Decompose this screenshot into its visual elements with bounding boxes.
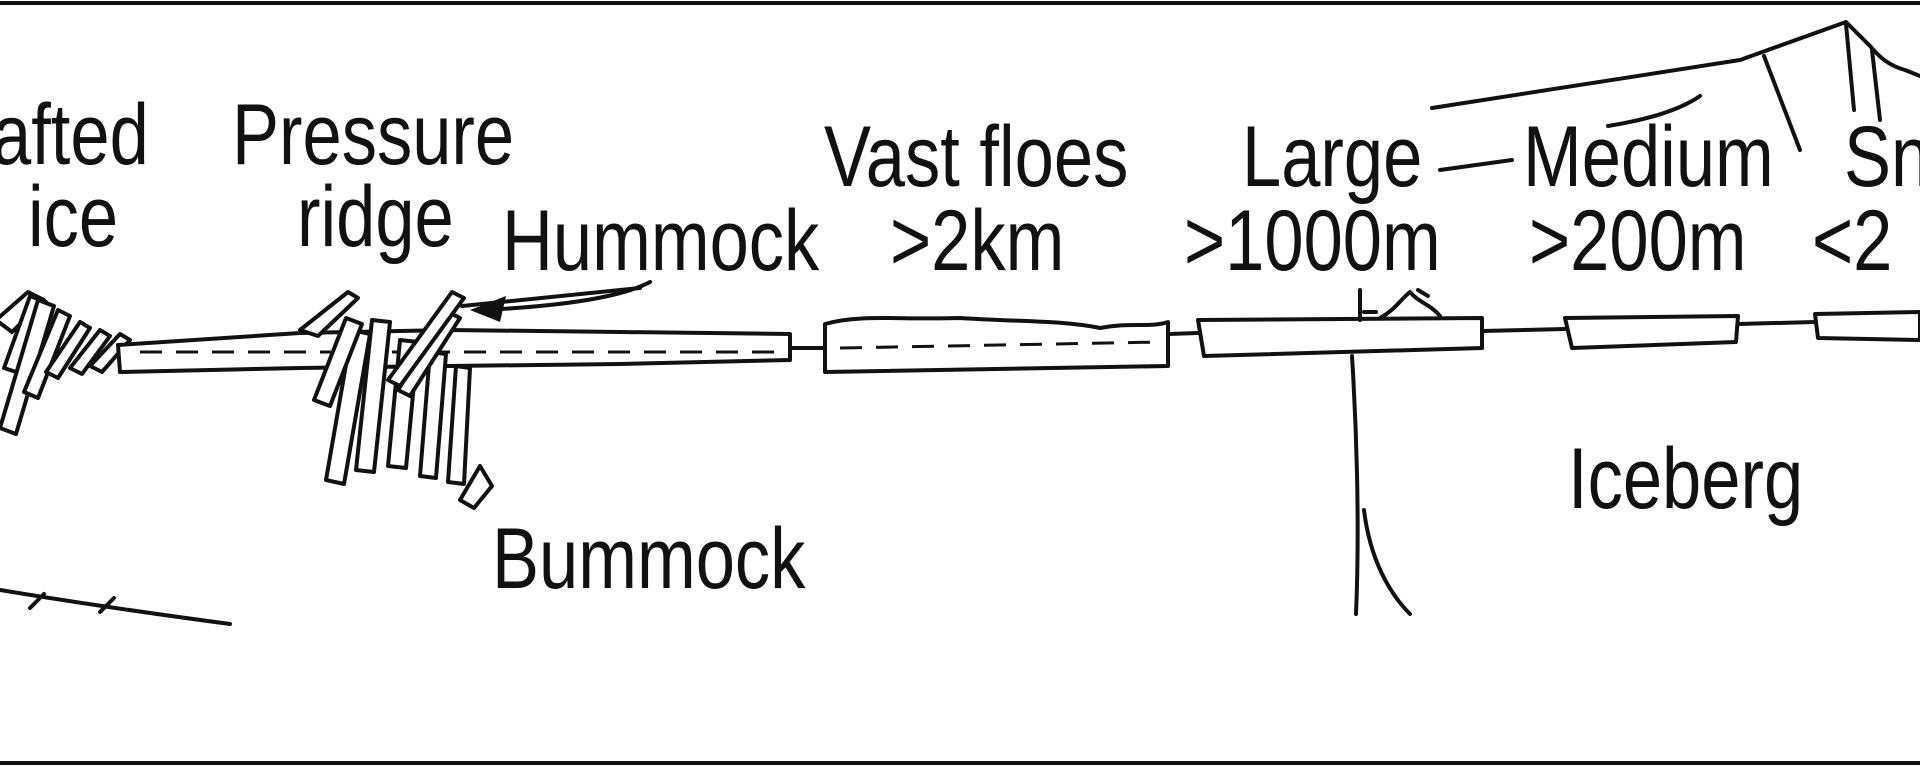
pressure-ridge-drawing [298, 286, 642, 510]
medium-floe-label-line1: Medium [1523, 108, 1774, 204]
iceberg-drawing [1350, 20, 1920, 616]
small-floe-shape [1813, 310, 1920, 342]
large-floe-label-line2: >1000m [1184, 192, 1441, 288]
medium-floe-label-line2: >200m [1529, 192, 1747, 288]
hummock-arrowhead [470, 296, 506, 322]
vast-floes-label-line1: Vast floes [824, 108, 1128, 204]
small-floe-label-line1: Sn [1844, 108, 1920, 204]
large-floe-shape [1196, 316, 1484, 358]
pressure-ridge-label-line2: ridge [297, 168, 454, 264]
rafted-ice-drawing [0, 290, 232, 626]
hummock-arrow [482, 280, 652, 312]
pressure-ridge-label-line1: Pressure [232, 86, 514, 182]
rafted-ice-label-line1: afted [0, 86, 149, 182]
rafted-ice-label-line2: ice [28, 168, 118, 264]
level-ice-sheet [116, 328, 792, 374]
large-floe-label-line1: Large [1242, 108, 1422, 204]
vast-floes-label-line2: >2km [890, 192, 1064, 288]
iceberg-label: Iceberg [1568, 430, 1803, 526]
water-surface-line [788, 318, 1920, 350]
bummock-label: Bummock [492, 510, 806, 606]
small-floe-label-line2: <2 [1812, 192, 1892, 288]
hummock-label: Hummock [502, 192, 820, 288]
medium-floe-shape [1563, 314, 1740, 350]
vast-floe-dashed-line [839, 340, 1161, 350]
